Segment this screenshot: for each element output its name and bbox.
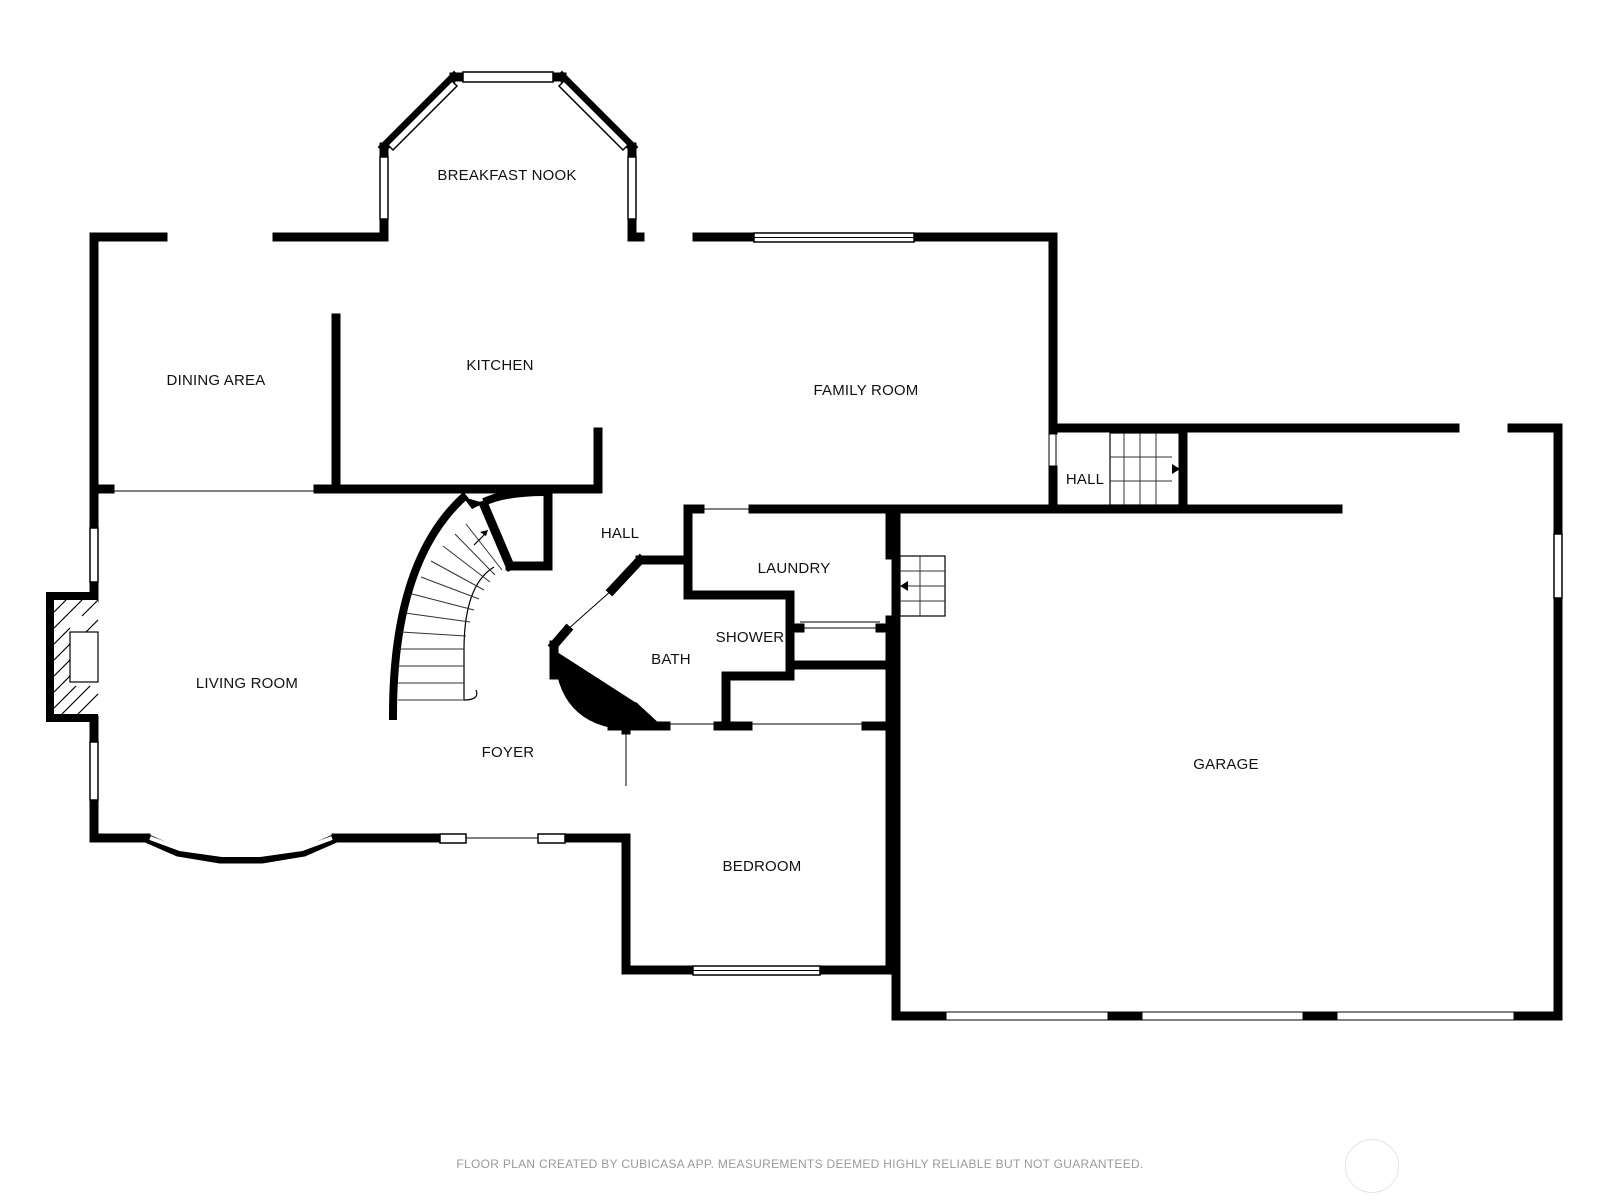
label-dining-area: DINING AREA [167, 372, 266, 389]
curved-staircase [398, 523, 503, 701]
label-laundry: LAUNDRY [758, 560, 831, 577]
label-hall-center: HALL [601, 525, 639, 542]
windows [89, 232, 1563, 1021]
label-breakfast-nook: BREAKFAST NOOK [437, 167, 576, 184]
fireplace [46, 592, 99, 722]
label-bath: BATH [651, 651, 691, 668]
label-kitchen: KITCHEN [466, 357, 533, 374]
label-foyer: FOYER [482, 744, 535, 761]
watermark-logo [1345, 1139, 1399, 1193]
label-garage: GARAGE [1193, 756, 1258, 773]
disclaimer-footer: FLOOR PLAN CREATED BY CUBICASA APP. MEAS… [456, 1157, 1144, 1171]
label-living-room: LIVING ROOM [196, 675, 298, 692]
stair-curved-wall [388, 491, 469, 721]
bath-tub-wall [554, 650, 638, 730]
label-hall-upper: HALL [1066, 471, 1104, 488]
hall-stairs [1109, 432, 1181, 506]
garage-entry-stairs [899, 555, 946, 617]
label-bedroom: BEDROOM [723, 858, 802, 875]
room-labels: BREAKFAST NOOK DINING AREA KITCHEN FAMIL… [167, 167, 1259, 875]
label-shower: SHOWER [716, 629, 785, 646]
label-family-room: FAMILY ROOM [814, 382, 919, 399]
bay-window-nook [377, 70, 639, 235]
